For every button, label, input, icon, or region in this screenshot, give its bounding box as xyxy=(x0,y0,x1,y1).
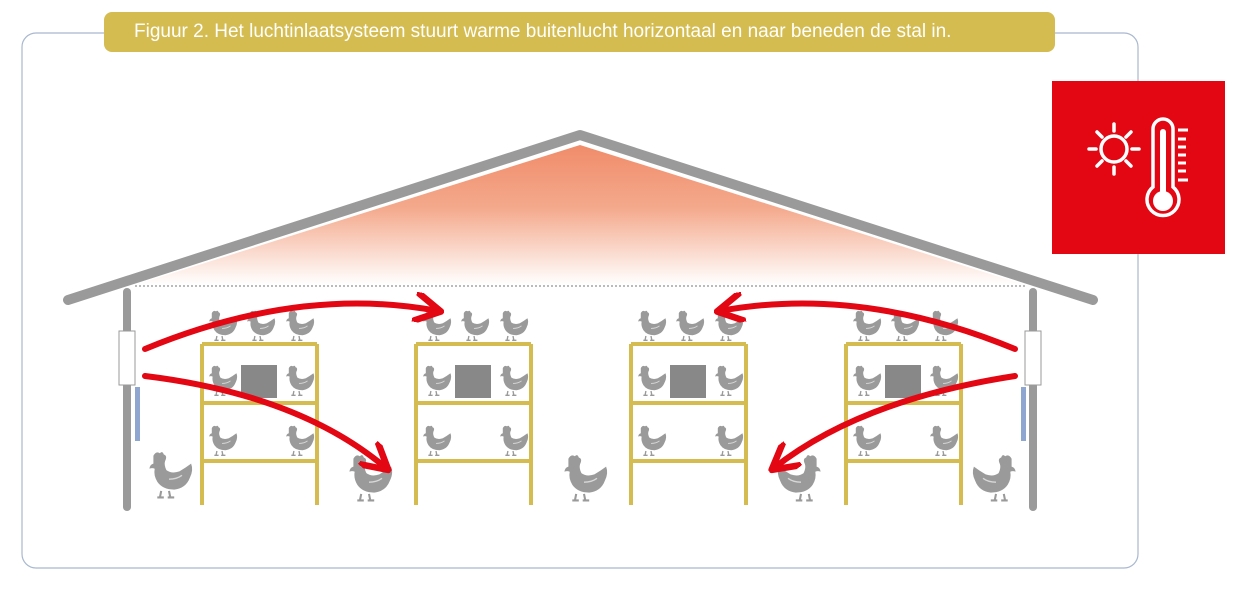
racks xyxy=(200,342,963,505)
left-inlet-strip xyxy=(135,387,140,441)
chicken-icon xyxy=(637,365,667,396)
chicken-icon xyxy=(285,425,315,456)
feeder-box xyxy=(670,365,706,398)
sun-icon xyxy=(1087,122,1141,176)
chicken-icon xyxy=(208,425,238,456)
chicken-icon xyxy=(499,310,529,341)
warm-air-zone xyxy=(135,145,1025,285)
feeder-box xyxy=(241,365,277,398)
rack xyxy=(414,342,533,505)
chicken-icon xyxy=(285,365,315,396)
chicken-icon xyxy=(499,425,529,456)
arrow-left-downward xyxy=(142,373,386,468)
chicken-icon xyxy=(637,425,667,456)
figure-caption: Figuur 2. Het luchtinlaatsysteem stuurt … xyxy=(104,12,1055,52)
chicken-icon xyxy=(422,365,452,396)
left-air-inlet xyxy=(118,330,136,386)
chicken-icon xyxy=(929,425,959,456)
chicken-icon xyxy=(460,310,490,341)
chicken-icon xyxy=(422,425,452,456)
chicken-icon xyxy=(637,310,667,341)
chicken-icon xyxy=(852,365,882,396)
feeder-box xyxy=(885,365,921,398)
chicken-icon xyxy=(714,365,744,396)
chicken-icon xyxy=(563,454,609,502)
chicken-icon xyxy=(714,310,744,341)
arrow-right-downward xyxy=(774,373,1018,468)
thermometer-icon xyxy=(1145,117,1188,218)
right-air-inlet xyxy=(1024,330,1042,386)
right-inlet-strip xyxy=(1021,387,1026,441)
chicken-icon xyxy=(714,425,744,456)
arrow-left-horizontal xyxy=(142,303,438,352)
chicken-icon xyxy=(852,310,882,341)
chicken-icon xyxy=(852,425,882,456)
chicken-icon xyxy=(422,310,452,341)
chicken-icon xyxy=(148,451,194,499)
feeder-box xyxy=(455,365,491,398)
rack xyxy=(629,342,748,505)
chicken-icon xyxy=(348,454,394,502)
chicken-icon xyxy=(499,365,529,396)
arrow-right-horizontal xyxy=(720,303,1018,352)
chicken-icon xyxy=(285,310,315,341)
roof xyxy=(63,130,1098,305)
chicken-icon xyxy=(971,454,1017,502)
chicken-icon xyxy=(675,310,705,341)
temperature-badge xyxy=(1052,81,1225,254)
